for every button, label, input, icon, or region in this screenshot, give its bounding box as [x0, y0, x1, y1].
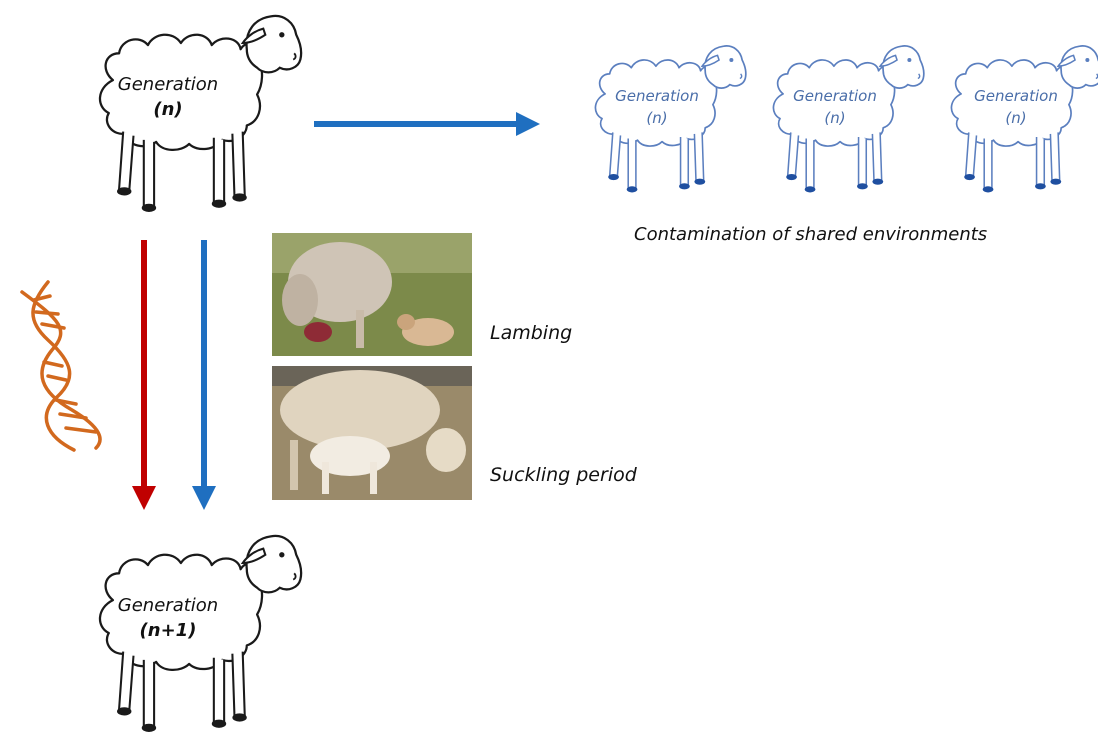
flock-generation-title: Generation	[793, 87, 877, 105]
lambing-caption: Lambing	[490, 322, 572, 344]
photo-ewe-lambing	[272, 233, 472, 356]
flock-generation-label: Generation (n)	[793, 87, 877, 127]
flock-generation-sub: (n)	[974, 109, 1058, 127]
flock-generation-sub: (n)	[793, 109, 877, 127]
flock-generation-title: Generation	[615, 87, 699, 105]
offspring-generation-label: Generation (n+1)	[118, 595, 218, 641]
flock-generation-title: Generation	[974, 87, 1058, 105]
flock-generation-sub: (n)	[615, 109, 699, 127]
flock-generation-label: Generation (n)	[615, 87, 699, 127]
dna-helix-icon	[22, 282, 100, 450]
offspring-generation-title: Generation	[118, 595, 218, 616]
photo-lamb-suckling	[272, 366, 472, 500]
parent-generation-title: Generation	[118, 74, 218, 95]
suckling-caption: Suckling period	[490, 464, 637, 486]
flock-generation-label: Generation (n)	[974, 87, 1058, 127]
parent-generation-label: Generation (n)	[118, 74, 218, 120]
offspring-generation-sub: (n+1)	[118, 620, 218, 641]
parent-generation-sub: (n)	[118, 99, 218, 120]
flock-caption: Contamination of shared environments	[634, 224, 987, 245]
